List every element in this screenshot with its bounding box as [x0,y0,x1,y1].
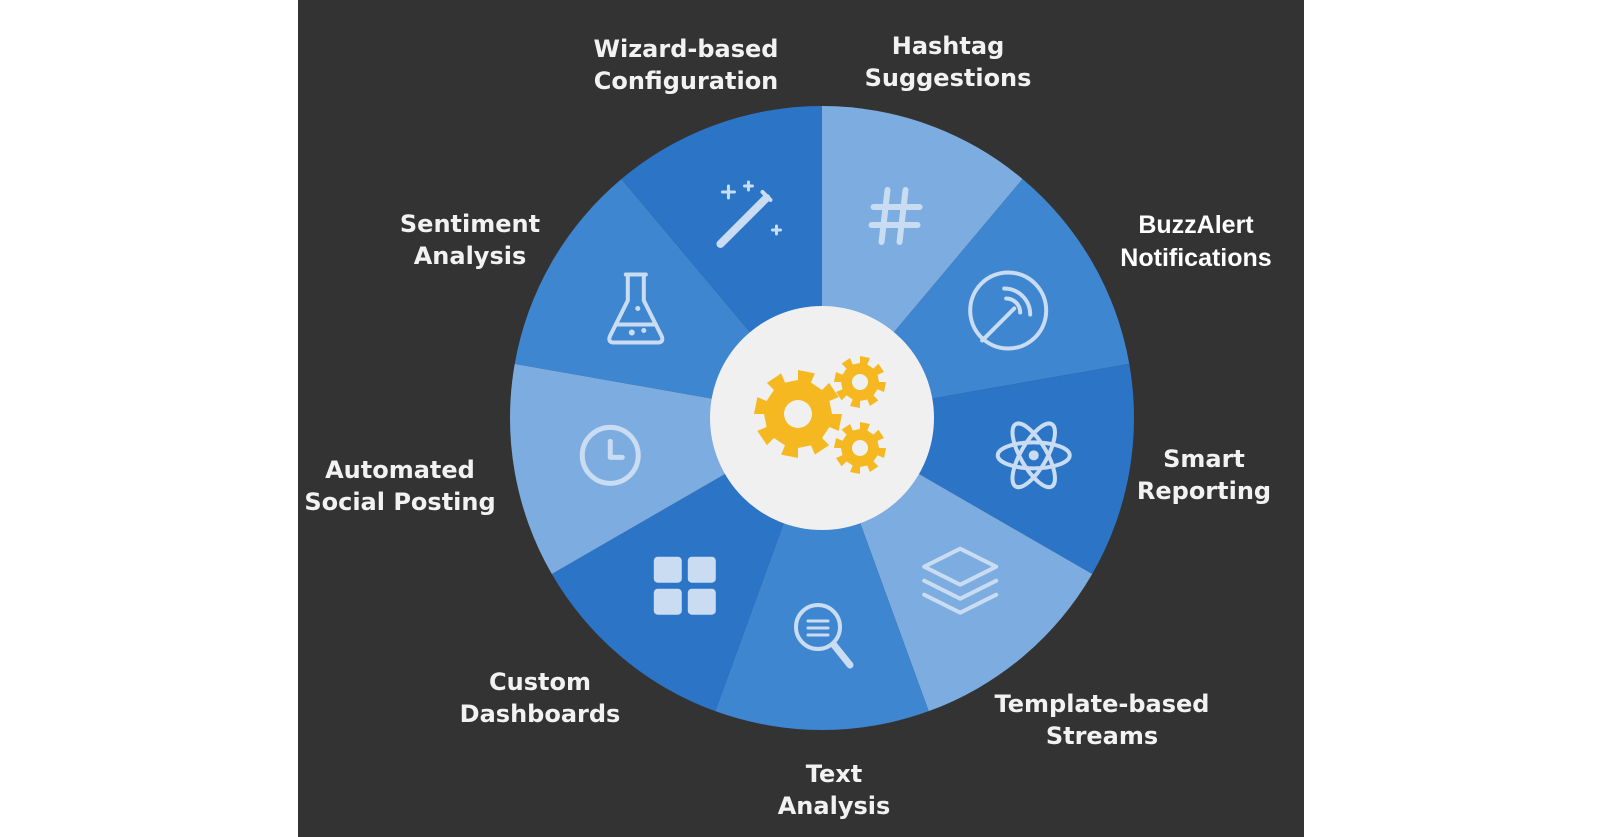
label-smart-reporting: Smart Reporting [1137,443,1271,507]
flask-icon [607,272,665,345]
search-text-icon [794,603,854,669]
radar-icon [968,270,1049,351]
label-line-2: Configuration [593,67,779,95]
label-line-2: Dashboards [459,700,621,728]
grid-icon [653,556,716,615]
label-line-2: Reporting [1136,477,1272,505]
gear-hole [852,374,868,390]
label-automated-social-posting: Automated Social Posting [304,454,495,518]
label-line-1: Smart [1163,445,1245,473]
label-line-2: Streams [1045,722,1159,750]
gear-hole [784,400,812,428]
label-line-1: Wizard-based [593,35,779,63]
label-line-1: Template-based [994,690,1210,718]
label-custom-dashboards: Custom Dashboards [460,666,621,730]
label-line-1: Automated [325,456,475,484]
label-line-2: Analysis [777,792,891,820]
wheel-segment [715,418,929,730]
label-wizard-based-configuration: Wizard-based Configuration [594,33,779,97]
layers-icon [922,546,999,615]
label-line-1: Hashtag [891,32,1005,60]
label-sentiment-analysis: Sentiment Analysis [400,208,540,272]
hashtag-icon [868,186,923,245]
label-line-1: BuzzAlert [1138,211,1254,239]
label-hashtag-suggestions: Hashtag Suggestions [865,30,1032,94]
magic-wand-icon [716,180,782,248]
segment-icons [579,180,1072,669]
gear-hole [852,440,868,456]
label-line-1: Custom [489,668,591,696]
label-line-1: Text [805,760,863,788]
label-buzzalert-notifications: BuzzAlert Notifications [1120,209,1271,275]
label-line-2: Analysis [413,242,527,270]
label-text-analysis: Text Analysis [778,758,891,822]
label-line-2: Suggestions [864,64,1032,92]
clock-icon [579,424,641,486]
atom-icon [995,421,1072,490]
label-line-1: Sentiment [399,210,541,238]
label-template-based-streams: Template-based Streams [995,688,1210,752]
label-line-2: Social Posting [304,488,496,516]
label-line-2: Notifications [1120,244,1272,272]
gears-icon [754,356,886,474]
